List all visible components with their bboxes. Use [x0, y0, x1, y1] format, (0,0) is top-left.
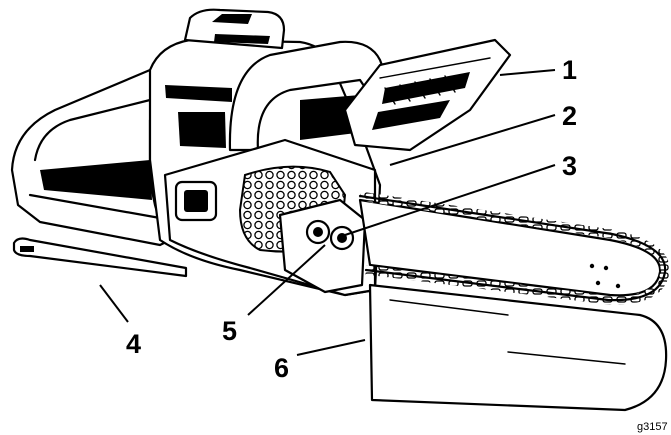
- leader-2: [389, 114, 556, 166]
- callout-5: 5: [222, 316, 237, 346]
- leader-6: [296, 339, 366, 356]
- figure-id: g3157: [637, 421, 668, 433]
- leader-5: [247, 244, 326, 316]
- leader-1: [499, 69, 556, 76]
- callout-6: 6: [274, 353, 289, 383]
- saw-body: [10, 8, 397, 297]
- guide-bar: [358, 191, 670, 305]
- bar-cover: [368, 283, 668, 412]
- bar-wrench: [12, 237, 188, 278]
- leader-4: [99, 284, 129, 323]
- callout-3: 3: [562, 151, 577, 181]
- leader-lines: [99, 69, 556, 356]
- leader-3: [344, 164, 556, 236]
- hand-guard: [343, 38, 512, 152]
- callout-4: 4: [126, 329, 141, 359]
- callout-1: 1: [562, 55, 577, 85]
- callout-2: 2: [562, 101, 577, 131]
